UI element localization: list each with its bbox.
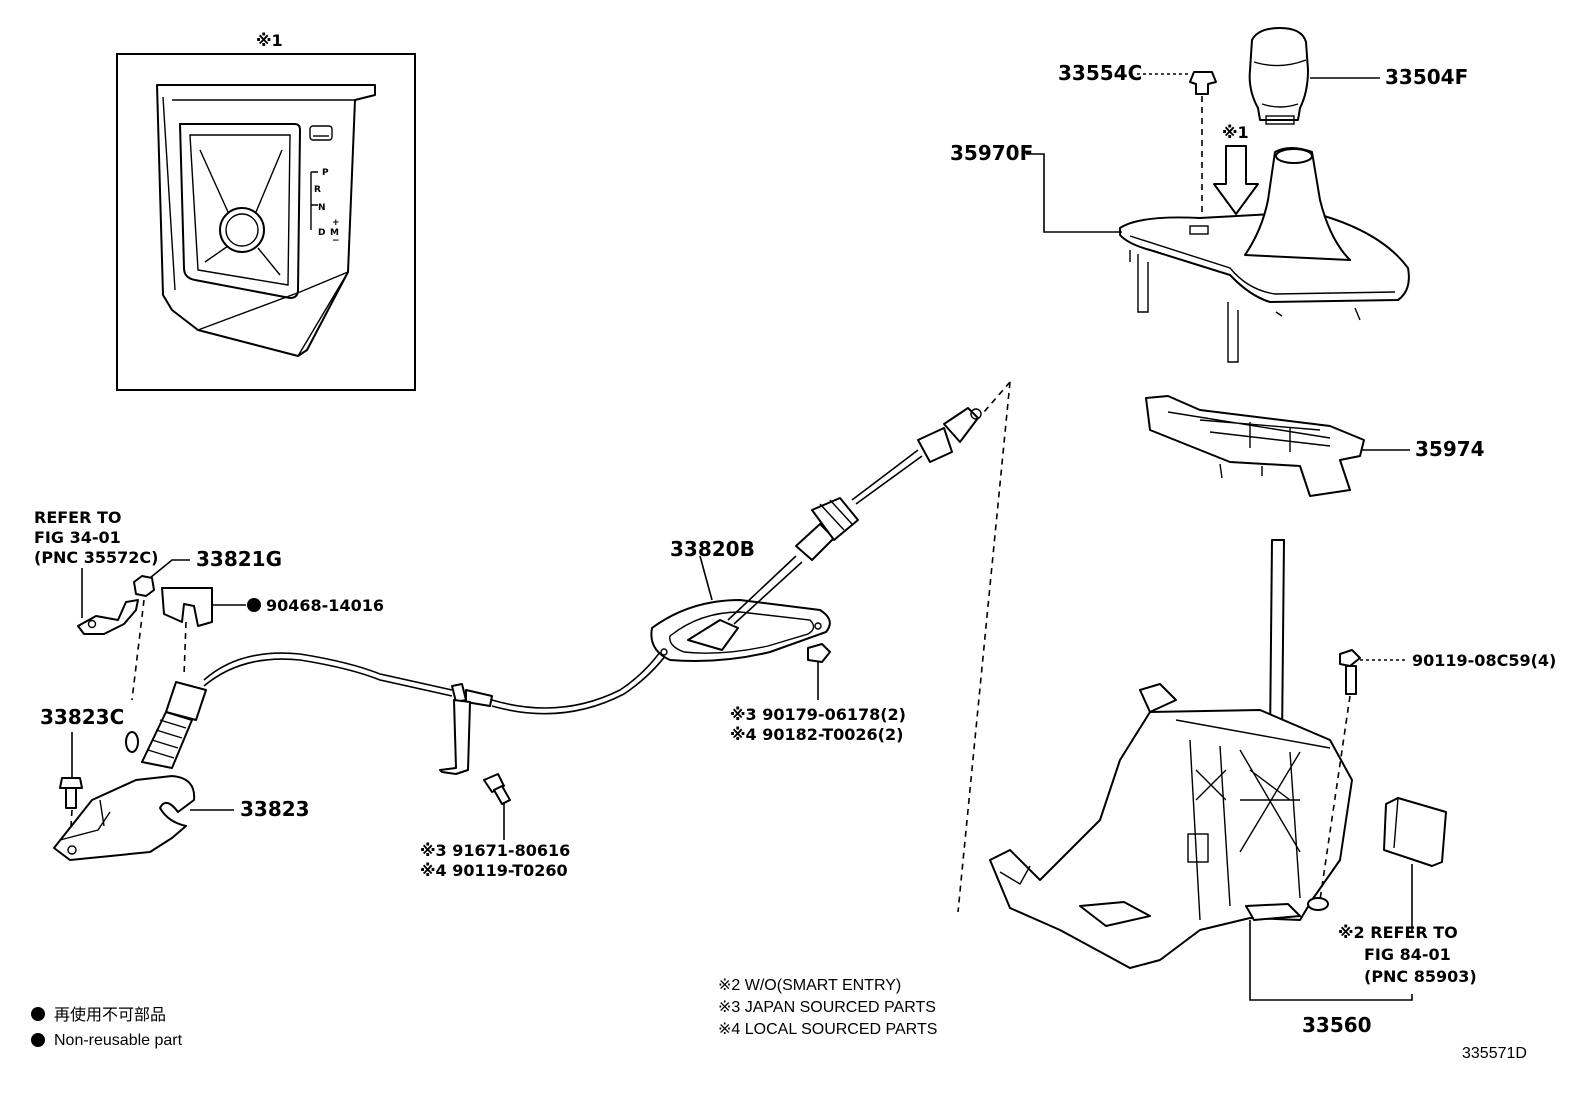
shift-mark-d: D [318,228,325,238]
dash-90468 [183,621,187,677]
shifter-housing-33560 [989,539,1353,969]
dash-33821G [131,599,145,701]
grommet-33820B [650,599,831,662]
shift-mark-minus: − [332,236,340,246]
shift-knob [1248,27,1309,125]
nut-90179 [807,643,831,663]
label-33554C: 33554C [1058,61,1142,85]
dash-90119-08C59 [1319,695,1351,901]
legend: 再使用不可部品 Non-reusable part [31,1006,183,1049]
footnote-4: ※4 LOCAL SOURCED PARTS [718,1021,937,1038]
non-reusable-dot-left [247,598,261,612]
label-35974: 35974 [1415,437,1485,461]
leader-33821G [149,559,190,579]
inset-marker: ※1 [256,31,283,50]
label-nut-line1: ※3 90179-06178(2) [730,705,906,724]
legend-dot-jp [31,1007,45,1021]
refer-left-line2: FIG 34-01 [34,528,121,547]
shift-cable [203,639,675,775]
leader-33820B [699,555,713,601]
refer-right-line3: (PNC 85903) [1364,967,1477,986]
shift-mark-p: P [322,168,329,178]
refer-right-line1: ※2 REFER TO [1338,923,1458,942]
leader-33560 [1249,920,1413,1001]
label-bolt-line1: ※3 91671-80616 [420,841,570,860]
refer-right-line2: FIG 84-01 [1364,945,1451,964]
label-bolt-line2: ※4 90119-T0260 [420,861,568,880]
cable-upper [727,407,982,625]
insert-arrow [1213,145,1259,215]
bracket-33823 [53,775,196,861]
label-35970F: 35970F [950,141,1033,165]
inset-panel: ※1 P R N D M + − [116,31,416,391]
clip-90468-14016 [161,587,213,627]
shift-mark-n: N [318,203,326,213]
nut-33821G [133,575,155,597]
label-33820B: 33820B [670,537,755,561]
shift-mark-r: R [314,185,321,195]
legend-dot-en [31,1033,45,1047]
bolt-91671 [483,773,511,805]
arrow-marker: ※1 [1222,123,1249,142]
refer-left-line3: (PNC 35572C) [34,548,158,567]
module-85903 [1383,797,1447,867]
cable-boot [125,681,207,769]
clip-33554C [1189,71,1217,95]
leader-35970F [1026,153,1122,233]
label-90119-08C59: 90119-08C59(4) [1412,651,1556,670]
shift-mark-m: M [330,228,339,238]
figure-id: 335571D [1462,1045,1527,1062]
label-33823C: 33823C [40,705,124,729]
label-33560: 33560 [1302,1013,1372,1037]
label-33504F: 33504F [1385,65,1468,89]
legend-en: Non-reusable part [54,1032,183,1049]
label-33821G: 33821G [196,547,282,571]
inset-frame [116,53,416,391]
bolt-33823C [59,777,83,809]
console-panel-35970F [1119,147,1410,363]
legend-jp: 再使用不可部品 [54,1006,166,1024]
bracket-small [77,599,139,635]
footnote-2: ※2 W/O(SMART ENTRY) [718,977,901,994]
refer-left-line1: REFER TO [34,508,122,527]
label-33823: 33823 [240,797,310,821]
label-nut-line2: ※4 90182-T0026(2) [730,725,903,744]
dash-perspective [957,381,1011,913]
shift-mark-plus: + [332,218,340,228]
label-90468-14016: 90468-14016 [266,596,384,615]
bolt-90119-08C59 [1339,649,1361,695]
footnote-3: ※3 JAPAN SOURCED PARTS [718,999,936,1016]
plate-35974 [1145,395,1365,497]
shift-panel-illustration: P R N D M + − [156,84,376,357]
